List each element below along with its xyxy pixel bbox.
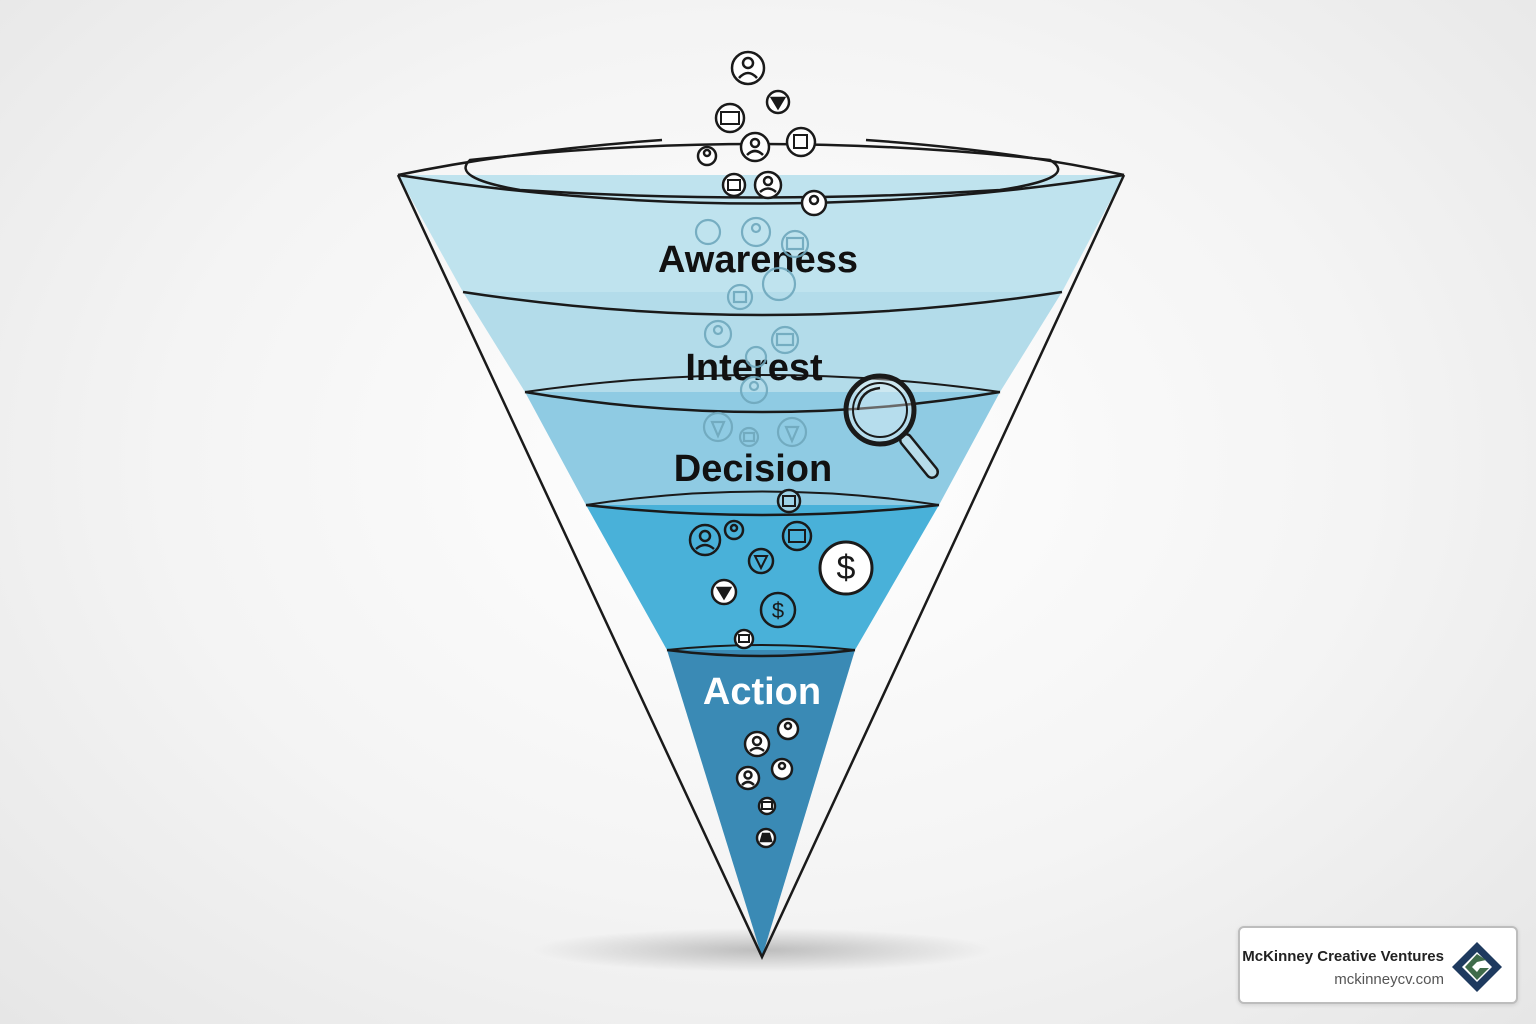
cart-icon [747, 547, 775, 575]
magnifier-icon [843, 373, 939, 479]
stage-label-action: Action [703, 671, 821, 713]
cart-icon [733, 628, 755, 650]
cart-icon [755, 827, 777, 849]
dollar-coin-symbol: $ [837, 549, 856, 587]
person-icon [730, 50, 766, 86]
email-icon [714, 102, 746, 134]
stage-band-interest [463, 292, 1062, 392]
person-icon [696, 145, 718, 167]
purchase-icons: $ $ [688, 488, 874, 650]
person-icon [743, 730, 771, 758]
badge-icon [765, 89, 791, 115]
shopping-bag-icon [781, 520, 813, 552]
person-icon [739, 131, 771, 163]
funnel-icons [696, 50, 828, 217]
stage-label-decision: Decision [674, 448, 832, 490]
brand-logo-icon [1452, 942, 1502, 992]
dollar-coin-icon [818, 540, 874, 596]
brand-card: McKinney Creative Ventures mckinneycv.co… [1238, 926, 1518, 1004]
funnel-faded-icons [694, 216, 810, 448]
person-icon [776, 717, 800, 741]
action-icons [735, 717, 800, 849]
email-icon [757, 796, 777, 816]
dollar-icon [759, 591, 797, 629]
badge-icon [710, 578, 738, 606]
calendar-icon [721, 172, 747, 198]
person-icon [770, 757, 794, 781]
brand-name: McKinney Creative Ventures [1242, 948, 1444, 965]
person-icon [723, 519, 745, 541]
stage-band-purchase [586, 505, 939, 650]
stage-band-decision [525, 392, 1000, 505]
person-icon [800, 189, 828, 217]
checkbox-icon [785, 126, 817, 158]
dollar-symbol: $ [772, 598, 784, 623]
stage-band-awareness [398, 175, 1124, 292]
person-icon [688, 523, 722, 557]
funnel-outline [396, 138, 1126, 960]
person-icon [753, 170, 783, 200]
calendar-icon [776, 488, 802, 514]
brand-url[interactable]: mckinneycv.com [1334, 971, 1444, 988]
person-icon [735, 765, 761, 791]
